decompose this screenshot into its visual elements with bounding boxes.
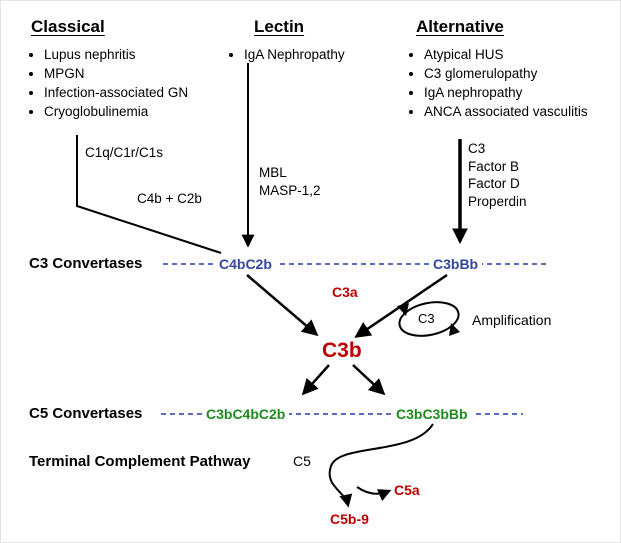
c3bbb-convertase-label: C3bBb — [429, 256, 483, 272]
classical-disease-list: Lupus nephritis MPGN Infection-associate… — [29, 45, 188, 121]
list-item: Cryoglobulinemia — [44, 102, 188, 121]
list-item: ANCA associated vasculitis — [424, 102, 588, 121]
mediator-item: Factor D — [468, 176, 520, 191]
mediator-item: C3 — [468, 141, 486, 156]
list-item: MPGN — [44, 64, 188, 83]
mediator-item: Properdin — [468, 193, 527, 209]
c5a-branch-arrow — [356, 486, 392, 502]
list-item: Lupus nephritis — [44, 45, 188, 64]
classical-pathway-title: Classical — [31, 17, 105, 36]
c5-convertases-row-label: C5 Convertases — [29, 405, 143, 422]
c4bc2b-to-c3b-arrow — [246, 274, 319, 337]
c3b-to-c3bc4bc2b-arrow — [301, 364, 330, 396]
amplification-label: Amplification — [472, 312, 552, 328]
c3b-to-c3bc3bbb-arrow — [352, 364, 386, 396]
mediator-item: MBL — [259, 165, 287, 180]
c3a-label: C3a — [332, 284, 358, 300]
lectin-pathway-title: Lectin — [254, 17, 305, 36]
classical-products-label: C4b + C2b — [137, 191, 202, 206]
alternative-mediators-list: C3 Factor B Factor D Properdin — [468, 140, 527, 210]
c3bc4bc2b-convertase-label: C3bC4bC2b — [202, 406, 290, 422]
list-item: IgA nephropathy — [424, 83, 588, 102]
c5b9-label: C5b-9 — [330, 511, 369, 527]
terminal-pathway-label: Terminal Complement Pathway — [29, 453, 251, 470]
c3-convertases-row-label: C3 Convertases — [29, 255, 143, 272]
amplification-loop-arrowhead-bottom — [449, 323, 460, 336]
amplification-loop — [398, 301, 460, 337]
c3b-label: C3b — [322, 339, 362, 362]
lectin-mediators-list: MBL MASP-1,2 — [259, 164, 321, 199]
c4bc2b-convertase-label: C4bC2b — [215, 256, 276, 272]
mediator-item: Factor B — [468, 158, 520, 174]
c5a-label: C5a — [394, 482, 420, 498]
classical-pathway-line — [76, 135, 222, 254]
alternative-pathway-title: Alternative — [416, 17, 504, 36]
classical-enzymes-label: C1q/C1r/C1s — [85, 145, 164, 160]
list-item: C3 glomerulopathy — [424, 64, 588, 83]
list-item: Atypical HUS — [424, 45, 588, 64]
c5-label: C5 — [293, 453, 311, 469]
lectin-disease-list: IgA Nephropathy — [229, 45, 345, 64]
c5-cleavage-curve-arrow — [328, 423, 434, 508]
list-item: IgA Nephropathy — [244, 45, 345, 64]
list-item: Infection-associated GN — [44, 83, 188, 102]
mediator-item: MASP-1,2 — [259, 182, 321, 198]
amplification-c3-label: C3 — [418, 311, 435, 326]
c3bc3bbb-convertase-label: C3bC3bBb — [392, 406, 472, 422]
amplification-loop-arrowhead-top — [397, 303, 409, 316]
alternative-disease-list: Atypical HUS C3 glomerulopathy IgA nephr… — [409, 45, 588, 121]
